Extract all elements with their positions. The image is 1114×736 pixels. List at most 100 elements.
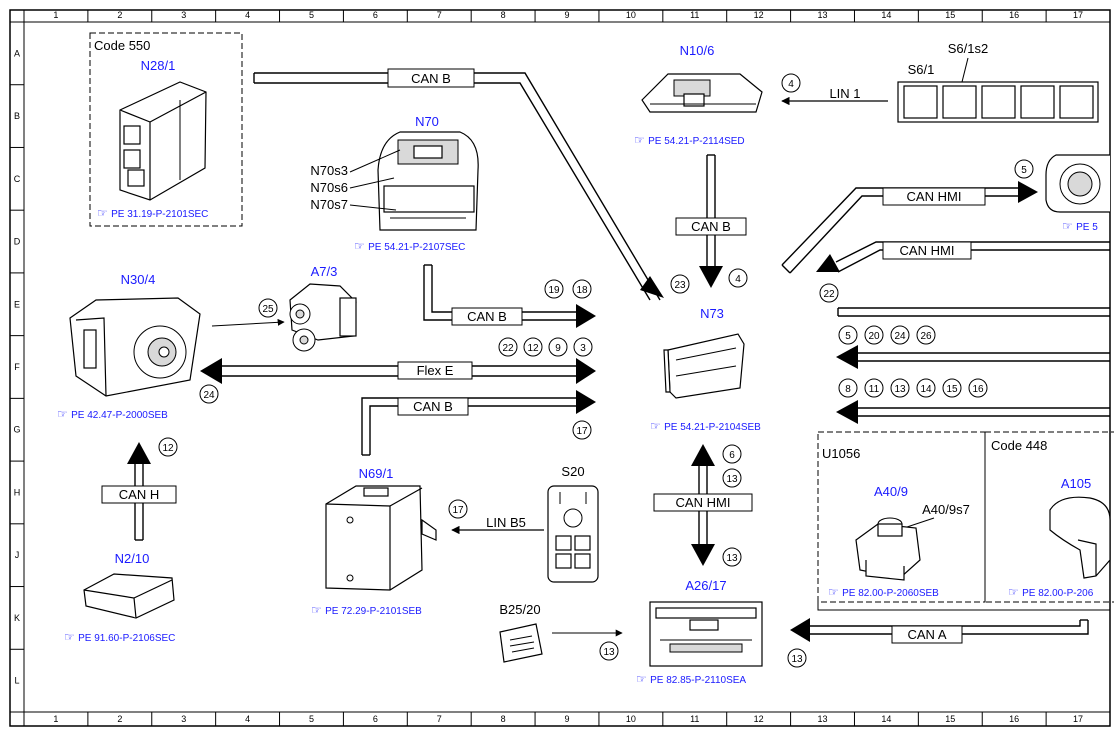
- can-b-vert-bus-label: CAN B: [691, 219, 731, 234]
- n28-1-label[interactable]: N28/1: [141, 58, 176, 73]
- code550-group-box: [89, 32, 243, 227]
- a26-17-pe-ref[interactable]: ☞ PE 82.85-P-2110SEA: [636, 672, 746, 686]
- grid-column-label: 2: [117, 714, 122, 724]
- grid-column-label: 4: [245, 714, 250, 724]
- n73-label[interactable]: N73: [700, 306, 724, 321]
- svg-text:19: 19: [548, 285, 560, 296]
- grid-column-label: 3: [181, 10, 186, 20]
- grid-row-label: H: [14, 487, 21, 497]
- svg-text:22: 22: [823, 289, 835, 300]
- grid-row-label: K: [14, 613, 20, 623]
- n70-label[interactable]: N70: [415, 114, 439, 129]
- svg-text:4: 4: [735, 274, 741, 285]
- n30-4-device-icon[interactable]: [69, 297, 201, 397]
- a40-9-device-icon[interactable]: [855, 517, 921, 581]
- grid-column-label: 5: [309, 10, 314, 20]
- svg-text:13: 13: [791, 654, 803, 665]
- grid-column-label: 10: [626, 10, 636, 20]
- s6-1-switch-panel-icon[interactable]: [897, 81, 1099, 123]
- can-b-vertical-bus: [699, 154, 723, 288]
- svg-text:24: 24: [203, 390, 215, 401]
- flex-e-bus-tag[interactable]: [397, 361, 473, 380]
- s20-label[interactable]: S20: [561, 464, 584, 479]
- grid-column-label: 11: [690, 714, 699, 724]
- can-b-mid-bus-label: CAN B: [467, 309, 507, 324]
- s20-switch-icon[interactable]: [547, 485, 599, 583]
- svg-text:23: 23: [674, 280, 686, 291]
- b25-20-label[interactable]: B25/20: [499, 602, 540, 617]
- n10-6-pe-ref[interactable]: ☞ PE 54.21-P-2114SED: [634, 133, 745, 147]
- can-b-low-bus-tag[interactable]: [397, 397, 469, 416]
- callout-6-hmi: [722, 444, 742, 464]
- can-b-top-bus-tag[interactable]: [387, 68, 475, 88]
- n70-device-icon[interactable]: [377, 131, 479, 231]
- can-hmi-2-bus-tag[interactable]: [882, 241, 972, 260]
- can-hmi-vert-bus-label: CAN HMI: [676, 495, 731, 510]
- callout-number: 8: [845, 384, 851, 395]
- n73-pe-ref[interactable]: ☞ PE 54.21-P-2104SEB: [650, 419, 761, 433]
- grid-row-label: L: [14, 676, 19, 686]
- a105-pe-ref[interactable]: ☞ PE 82.00-P-206: [1008, 585, 1094, 599]
- n2-10-device-icon[interactable]: [83, 573, 175, 619]
- grid-column-label: 15: [945, 10, 955, 20]
- grid-column-label: 3: [181, 714, 186, 724]
- a26-17-label[interactable]: A26/17: [685, 578, 726, 593]
- can-h-bus-tag[interactable]: [101, 485, 177, 504]
- n30-4-pe-ref[interactable]: ☞ PE 42.47-P-2000SEB: [57, 407, 168, 421]
- callout-circle: [838, 325, 858, 345]
- grid-column-label: 8: [501, 10, 506, 20]
- grid-column-label: 17: [1073, 10, 1083, 20]
- callout-23-n73: [670, 274, 690, 294]
- can-hmi-vert-bus-tag[interactable]: [653, 493, 753, 512]
- can-b-vert-bus-tag[interactable]: [675, 217, 747, 236]
- n69-1-pe-ref[interactable]: ☞ PE 72.29-P-2101SEB: [311, 603, 422, 617]
- a7-3-label[interactable]: A7/3: [311, 264, 338, 279]
- callout-number: 13: [894, 384, 906, 395]
- grid-row-label: E: [14, 299, 20, 309]
- callout-13-hmi-a: [722, 468, 742, 488]
- grid-column-label: 9: [564, 10, 569, 20]
- right-top-pe-ref[interactable]: ☞ PE 5: [1062, 219, 1098, 233]
- n70-pe-ref[interactable]: ☞ PE 54.21-P-2107SEC: [354, 239, 465, 253]
- grid-row-label: F: [14, 362, 20, 372]
- a26-17-device-icon[interactable]: [649, 601, 763, 667]
- n2-10-label[interactable]: N2/10: [115, 551, 150, 566]
- a105-label[interactable]: A105: [1061, 476, 1091, 491]
- can-b-mid-bus-tag[interactable]: [451, 307, 523, 326]
- callout-circle: [942, 378, 962, 398]
- right-top-device-icon[interactable]: [1045, 154, 1110, 213]
- a105-device-icon[interactable]: [1049, 496, 1111, 579]
- callout-circle: [890, 378, 910, 398]
- n28-1-pe-ref[interactable]: ☞ PE 31.19-P-2101SEC: [97, 206, 208, 220]
- n28-1-device-icon[interactable]: [119, 81, 207, 201]
- n69-1-label[interactable]: N69/1: [359, 466, 394, 481]
- n10-6-device-icon[interactable]: [641, 73, 763, 113]
- n69-1-device-icon[interactable]: [325, 485, 437, 591]
- grid-column-label: 7: [437, 10, 442, 20]
- lin-b5-label: LIN B5: [486, 515, 526, 530]
- b25-20-sensor-icon[interactable]: [499, 623, 543, 663]
- callout-12-canh: [158, 437, 178, 457]
- n30-4-label[interactable]: N30/4: [121, 272, 156, 287]
- callout-number: 16: [972, 384, 984, 395]
- grid-column-label: 12: [754, 10, 764, 20]
- a40-9-label[interactable]: A40/9: [874, 484, 908, 499]
- grid-column-label: 16: [1009, 714, 1019, 724]
- callout-13-b25: [599, 641, 619, 661]
- right-bus-row2: [836, 400, 1110, 424]
- n2-10-pe-ref[interactable]: ☞ PE 91.60-P-2106SEC: [64, 630, 175, 644]
- grid-column-label: 2: [117, 10, 122, 20]
- grid-column-label: 13: [818, 10, 828, 20]
- code448-label: Code 448: [991, 438, 1047, 453]
- n10-6-label[interactable]: N10/6: [680, 43, 715, 58]
- callout-22-hmi2: [819, 283, 839, 303]
- s6-1-label[interactable]: S6/1: [908, 62, 935, 77]
- a40-9-pe-ref[interactable]: ☞ PE 82.00-P-2060SEB: [828, 585, 939, 599]
- can-hmi-1-bus-tag[interactable]: [882, 187, 986, 206]
- a7-3-device-icon[interactable]: [289, 283, 357, 352]
- can-a-bus-tag[interactable]: [891, 625, 963, 644]
- callout-24-flex: [199, 384, 219, 404]
- n73-device-icon[interactable]: [663, 333, 745, 399]
- callout-12-flex: [523, 337, 543, 357]
